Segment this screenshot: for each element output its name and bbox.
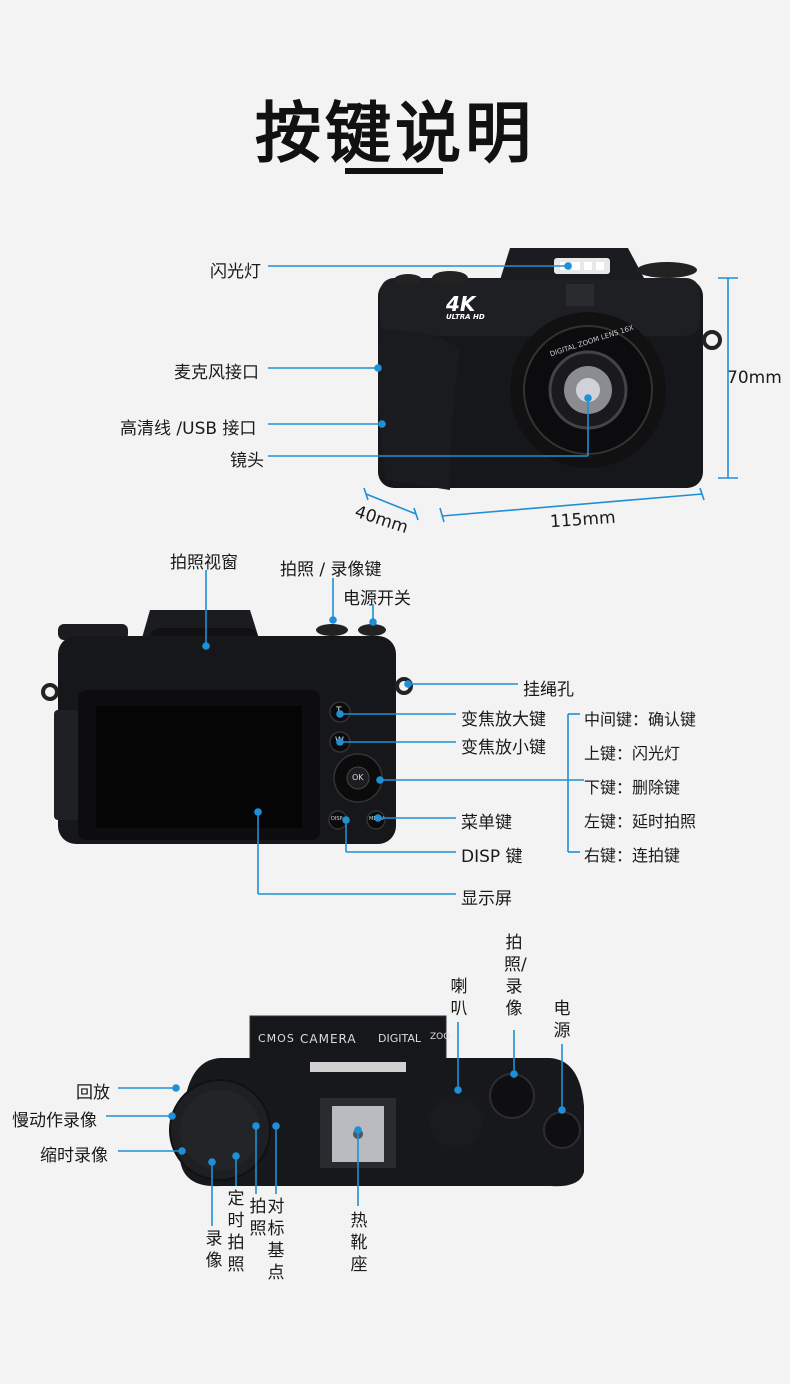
label-zoom-out: 变焦放小键 bbox=[461, 738, 546, 758]
dpad-item-left: 左键：延时拍照 bbox=[584, 812, 697, 831]
camera-top-view bbox=[169, 1015, 584, 1187]
lens-barrel-top bbox=[250, 1016, 446, 1060]
label-shutter-record: 拍照 / 录像键 bbox=[280, 560, 382, 580]
speaker-grille bbox=[430, 1096, 482, 1148]
label-playback: 回放 bbox=[76, 1083, 110, 1103]
label-mic-port: 麦克风接口 bbox=[174, 363, 259, 383]
dpad-item-up: 上键：闪光灯 bbox=[584, 744, 681, 763]
label-flash: 闪光灯 bbox=[210, 262, 261, 282]
label-hdmi-usb-port: 高清线 /USB 接口 bbox=[120, 419, 257, 439]
camera-back-view bbox=[41, 610, 413, 844]
label-photo-mode: 拍照 bbox=[249, 1197, 267, 1239]
label-power-top: 电源 bbox=[553, 999, 571, 1041]
label-speaker: 喇叭 bbox=[450, 977, 468, 1019]
label-timelapse: 缩时录像 bbox=[40, 1146, 108, 1166]
label-viewfinder: 拍照视窗 bbox=[170, 553, 238, 573]
display-screen bbox=[96, 706, 302, 828]
label-hotshoe: 热靴座 bbox=[350, 1211, 368, 1275]
label-power-switch: 电源开关 bbox=[343, 589, 411, 609]
label-video-mode: 录像 bbox=[205, 1229, 223, 1271]
ok-button bbox=[346, 766, 370, 790]
label-zoom-in: 变焦放大键 bbox=[461, 710, 546, 730]
lens-text-digital: DIGITAL bbox=[378, 1032, 422, 1045]
dpad-item-down: 下键：删除键 bbox=[584, 778, 681, 797]
label-display-screen: 显示屏 bbox=[461, 889, 512, 909]
label-slow-motion: 慢动作录像 bbox=[12, 1111, 97, 1131]
dpad-item-center: 中间键：确认键 bbox=[584, 710, 697, 729]
badge-4k: 4K bbox=[446, 292, 476, 316]
dimension-height: 70mm bbox=[727, 368, 782, 388]
label-disp-button: DISP 键 bbox=[461, 847, 523, 867]
lens-text-camera: CAMERA bbox=[300, 1032, 357, 1046]
page-title: 按键说明 bbox=[255, 95, 535, 172]
label-lens: 镜头 bbox=[230, 451, 264, 471]
label-shutter-record-top: 拍照/录像 bbox=[504, 933, 527, 1019]
badge-ultrahd: ULTRA HD bbox=[446, 313, 485, 321]
label-self-timer: 定时拍照 bbox=[227, 1189, 245, 1275]
dpad-item-right: 右键：连拍键 bbox=[584, 846, 681, 865]
label-menu-button: 菜单键 bbox=[461, 813, 512, 833]
camera-front-view bbox=[378, 248, 722, 490]
lens-text-cmos: CMOS bbox=[258, 1032, 295, 1045]
disp-button-text: DISP bbox=[331, 816, 343, 822]
lens-text-zoom: ZOO bbox=[430, 1032, 451, 1042]
label-strap-hole: 挂绳孔 bbox=[523, 680, 574, 700]
ok-button-text: OK bbox=[352, 773, 364, 782]
label-focus-mark: 对标基点 bbox=[267, 1197, 285, 1283]
title-underline bbox=[345, 168, 443, 174]
